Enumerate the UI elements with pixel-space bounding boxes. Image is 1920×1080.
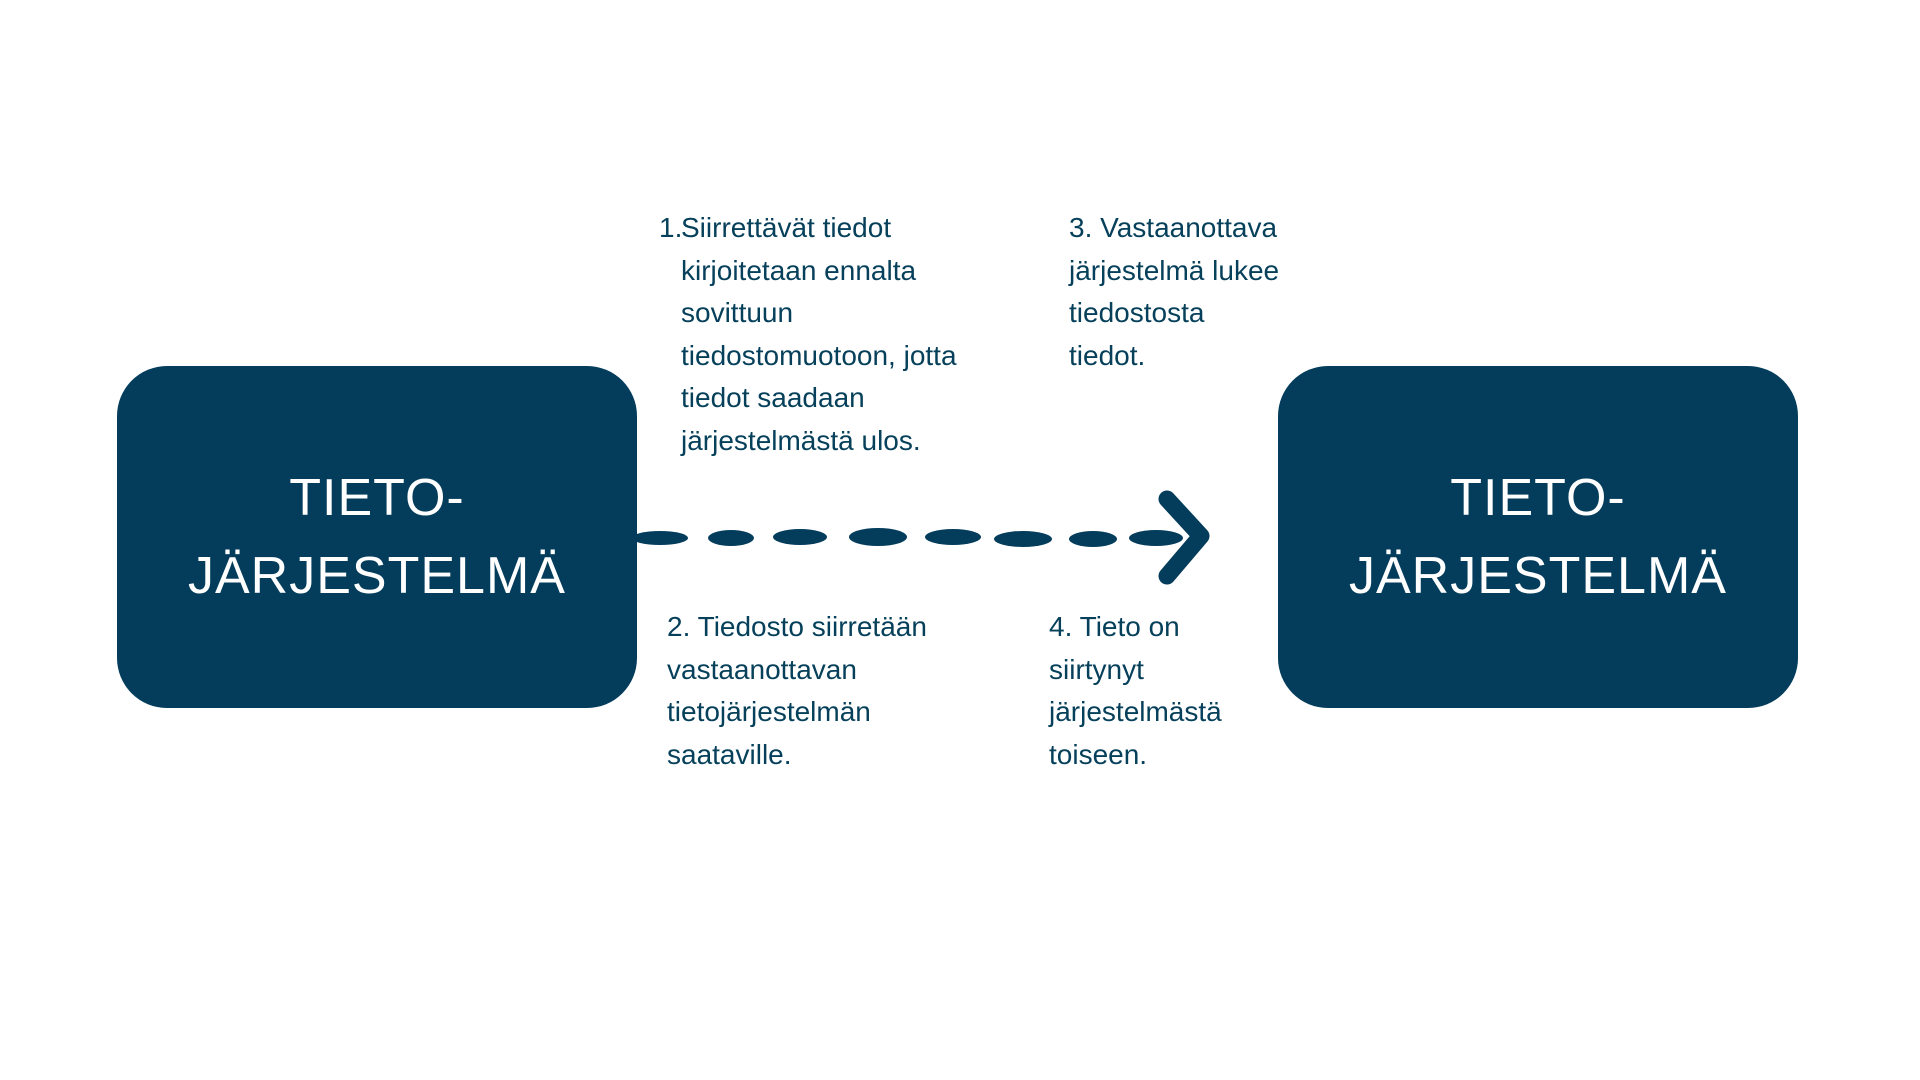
step-2-line: saataville.	[667, 738, 792, 770]
step-1-line: Siirrettävät tiedot	[681, 212, 892, 243]
arrow-dash	[849, 528, 907, 546]
step-4-line: siirtynyt	[1049, 653, 1144, 685]
step-1-line: sovittuun	[681, 297, 794, 328]
step-3-line: järjestelmä lukee	[1069, 254, 1280, 286]
target-system-label: TIETO- JÄRJESTELMÄ	[1349, 459, 1727, 615]
step-1-line: kirjoitetaan ennalta	[681, 254, 917, 286]
step-1-number: 1.	[659, 212, 683, 243]
step-4-line: toiseen.	[1049, 738, 1148, 770]
source-system-label: TIETO- JÄRJESTELMÄ	[188, 459, 566, 615]
step-2-text: 2. Tiedosto siirretään vastaanottavan ti…	[667, 606, 927, 776]
step-1-line: järjestelmästä ulos.	[681, 424, 921, 456]
arrow-dash	[1129, 530, 1183, 546]
step-3-line: tiedostosta	[1069, 297, 1205, 328]
arrow-dash	[632, 531, 688, 545]
step-1-body: Siirrettävät tiedot kirjoitetaan ennalta…	[659, 207, 957, 462]
arrow-dash	[708, 530, 754, 546]
arrowhead	[1158, 490, 1210, 585]
target-system-label-line-2: JÄRJESTELMÄ	[1349, 547, 1727, 605]
step-1-line: tiedot saadaan	[681, 382, 865, 413]
source-system-label-line-2: JÄRJESTELMÄ	[188, 547, 566, 605]
step-4-line: järjestelmästä	[1049, 696, 1222, 727]
arrow-dash	[1069, 531, 1117, 547]
step-4-text: 4. Tieto on siirtynyt järjestelmästä toi…	[1049, 606, 1222, 776]
step-2-line: vastaanottavan	[667, 653, 857, 685]
step-2-line: 2. Tiedosto siirretään	[667, 611, 927, 642]
step-3-text: 3. Vastaanottava järjestelmä lukee tiedo…	[1069, 207, 1279, 377]
arrow-dashes	[632, 528, 1183, 547]
target-system-label-line-1: TIETO-	[1450, 469, 1626, 527]
source-system-label-line-1: TIETO-	[289, 469, 465, 527]
step-4-line: 4. Tieto on	[1049, 611, 1180, 642]
dashed-arrow-right-icon	[632, 490, 1210, 585]
source-system-box: TIETO- JÄRJESTELMÄ	[117, 366, 637, 708]
target-system-box: TIETO- JÄRJESTELMÄ	[1278, 366, 1798, 708]
arrow-dash	[773, 529, 827, 545]
arrow-dash	[925, 529, 981, 545]
arrow-dash	[994, 531, 1052, 547]
step-2-line: tietojärjestelmän	[667, 696, 871, 727]
step-1-text: 1. Siirrettävät tiedot kirjoitetaan enna…	[659, 207, 957, 462]
step-1-line: tiedostomuotoon, jotta	[681, 339, 957, 371]
step-3-line: 3. Vastaanottava	[1069, 212, 1278, 243]
step-3-line: tiedot.	[1069, 339, 1146, 371]
